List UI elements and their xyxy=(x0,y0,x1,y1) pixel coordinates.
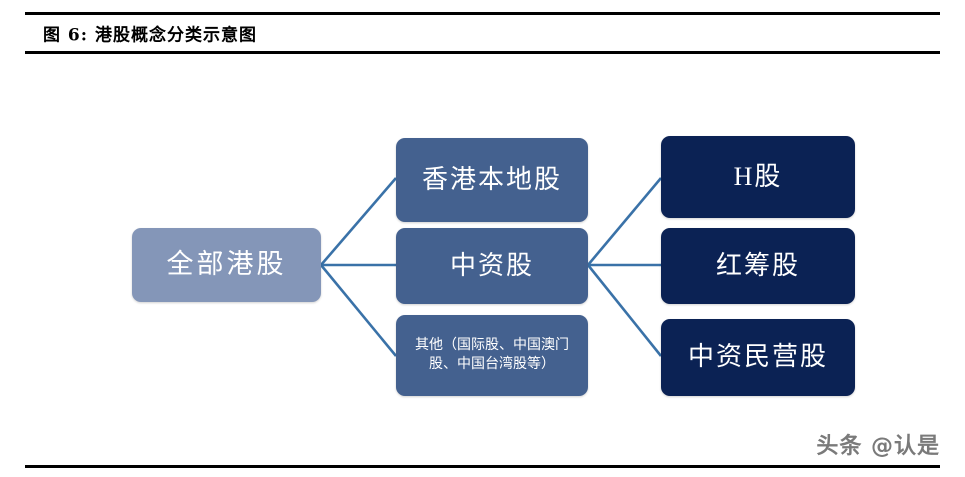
bottom-rule xyxy=(25,465,940,468)
node-chinese-private-shares-label: 中资民营股 xyxy=(687,342,828,372)
watermark: 头条 @认是 xyxy=(816,434,940,459)
node-all-hk-stocks-label: 全部港股 xyxy=(166,249,287,280)
node-hk-local-stocks-label: 香港本地股 xyxy=(421,164,562,194)
node-other-stocks-label: 其他（国际股、中国澳门股、中国台湾股等） xyxy=(415,337,569,372)
node-chinese-capital-stocks-label: 中资股 xyxy=(449,250,534,280)
node-red-chip-shares[interactable]: 红筹股 xyxy=(661,228,855,304)
node-h-shares-label: H股 xyxy=(733,161,783,191)
node-all-hk-stocks[interactable]: 全部港股 xyxy=(132,228,321,302)
node-h-shares[interactable]: H股 xyxy=(661,136,855,218)
node-red-chip-shares-label: 红筹股 xyxy=(715,250,800,280)
figure-caption-block: 图 6: 港股概念分类示意图 xyxy=(25,12,940,54)
node-chinese-capital-stocks[interactable]: 中资股 xyxy=(396,228,588,304)
node-hk-local-stocks[interactable]: 香港本地股 xyxy=(396,138,588,222)
node-chinese-private-shares[interactable]: 中资民营股 xyxy=(661,319,855,396)
figure-caption-text: 图 6: 港股概念分类示意图 xyxy=(43,25,257,46)
node-other-stocks[interactable]: 其他（国际股、中国澳门股、中国台湾股等） xyxy=(396,315,588,396)
